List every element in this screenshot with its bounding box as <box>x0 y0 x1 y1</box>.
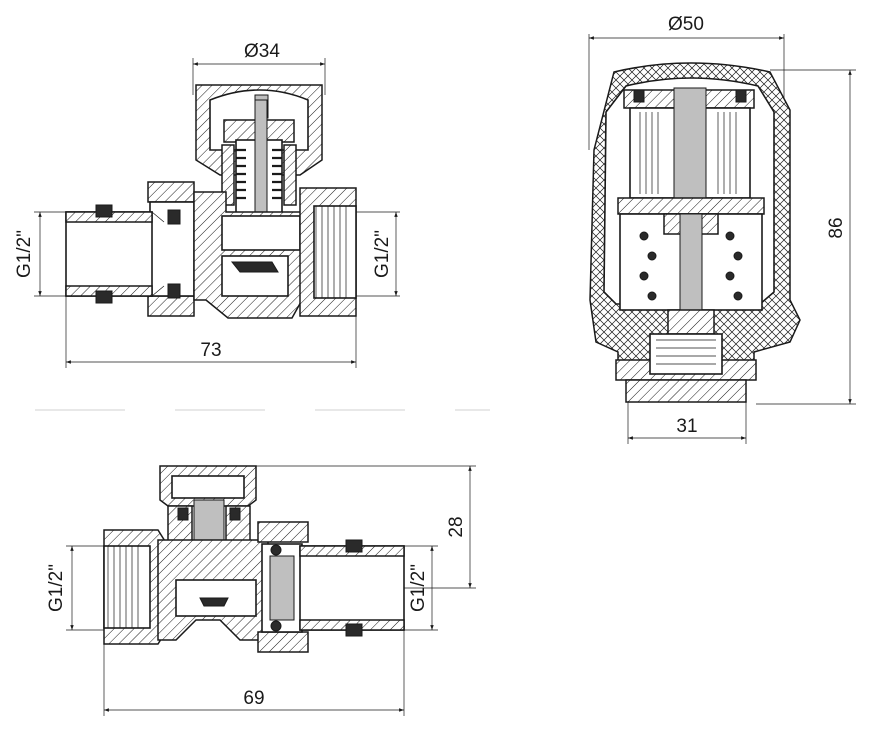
head-base-dimension: 31 <box>627 402 747 444</box>
bottom-valve-left-thread-dimension: G1/2" <box>46 545 104 631</box>
top-valve-diameter-label: Ø34 <box>244 41 280 62</box>
bottom-valve-height-label: 28 <box>446 516 467 537</box>
head-spring-chamber <box>619 213 763 335</box>
top-valve-left-thread-label: G1/2" <box>14 230 35 278</box>
bottom-valve-height-dimension: 28 <box>256 465 476 589</box>
top-valve-length-dimension: 73 <box>65 296 357 368</box>
bottom-valve-body <box>103 521 405 653</box>
bottom-valve-length-dimension: 69 <box>103 630 405 716</box>
head-sensor-bellows <box>617 87 765 239</box>
bottom-valve-view: 28 G1/2" G1/2" 69 <box>46 465 476 716</box>
bottom-valve-right-thread-dimension: G1/2" <box>404 545 438 631</box>
head-height-dimension: 86 <box>756 69 856 405</box>
head-base-label: 31 <box>676 416 697 437</box>
thermostatic-head-view: Ø50 <box>588 14 856 444</box>
head-height-label: 86 <box>826 217 847 238</box>
top-valve-view: Ø34 <box>14 41 490 411</box>
top-valve-right-thread-label: G1/2" <box>372 230 393 278</box>
head-diameter-label: Ø50 <box>668 14 704 35</box>
top-valve-length-label: 73 <box>200 340 221 361</box>
bottom-valve-length-label: 69 <box>243 688 264 709</box>
head-diameter-dimension: Ø50 <box>588 14 785 150</box>
bottom-valve-right-thread-label: G1/2" <box>408 564 429 612</box>
top-valve-left-thread-dimension: G1/2" <box>14 211 66 297</box>
top-valve-body <box>65 181 357 319</box>
top-valve-right-thread-dimension: G1/2" <box>356 211 400 297</box>
top-valve-diameter-dimension: Ø34 <box>192 41 326 95</box>
head-base-nut <box>615 333 757 403</box>
bottom-valve-left-thread-label: G1/2" <box>46 564 67 612</box>
